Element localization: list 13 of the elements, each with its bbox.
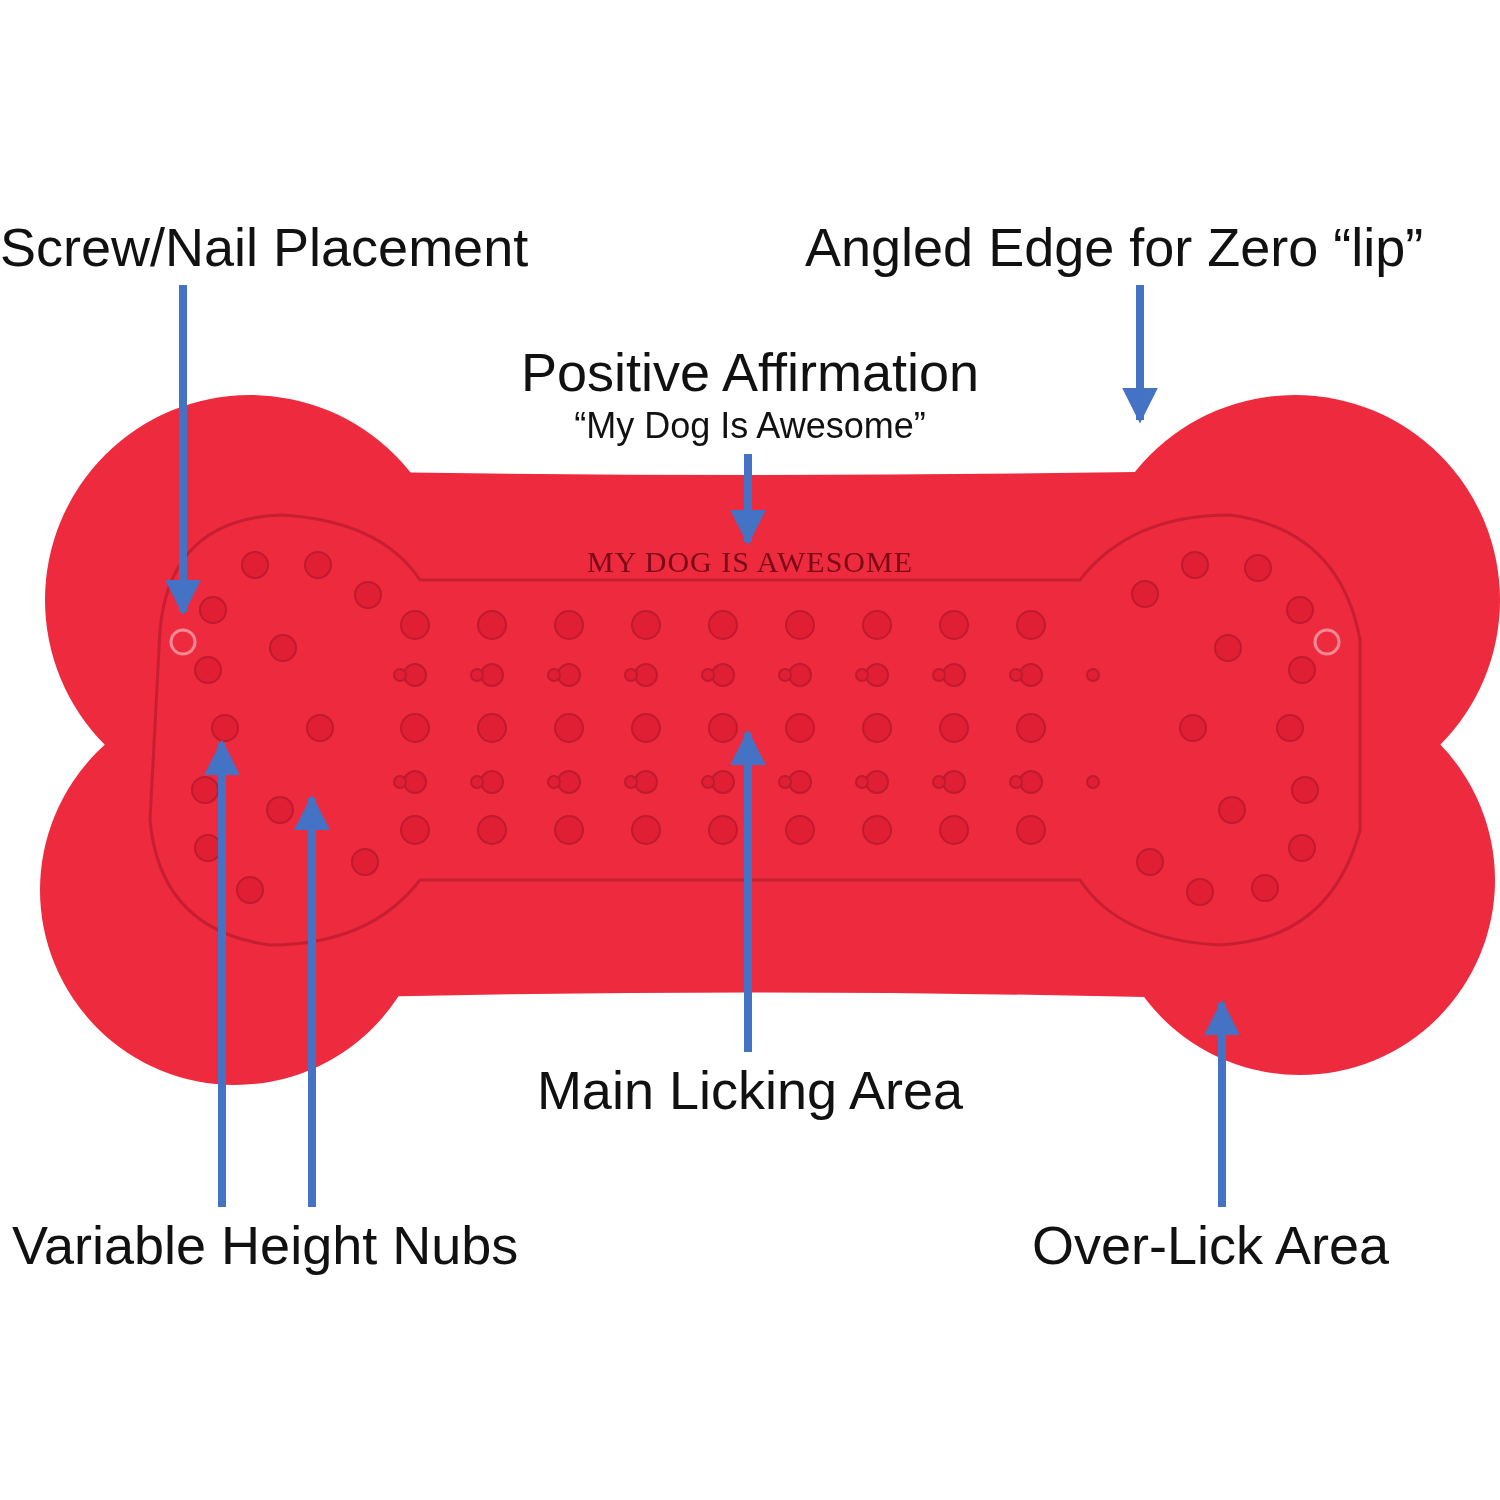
callout-label: Over-Lick Area — [1032, 1213, 1390, 1277]
embossed-text: MY DOG IS AWESOME — [587, 544, 913, 580]
leader-arrow — [294, 794, 330, 1207]
leader-arrow — [730, 729, 766, 1052]
callout-label: Angled Edge for Zero “lip” — [805, 215, 1424, 279]
leader-arrow — [165, 285, 201, 616]
callout-label: Main Licking Area — [536, 1058, 964, 1122]
callout-label: Variable Height Nubs — [12, 1213, 519, 1277]
leader-arrow — [204, 739, 240, 1207]
leader-arrow — [730, 454, 766, 546]
callout-subtitle: “My Dog Is Awesome” — [573, 404, 927, 448]
callout-label: Screw/Nail Placement — [0, 215, 529, 279]
callout-heading: Positive Affirmation — [520, 341, 980, 404]
